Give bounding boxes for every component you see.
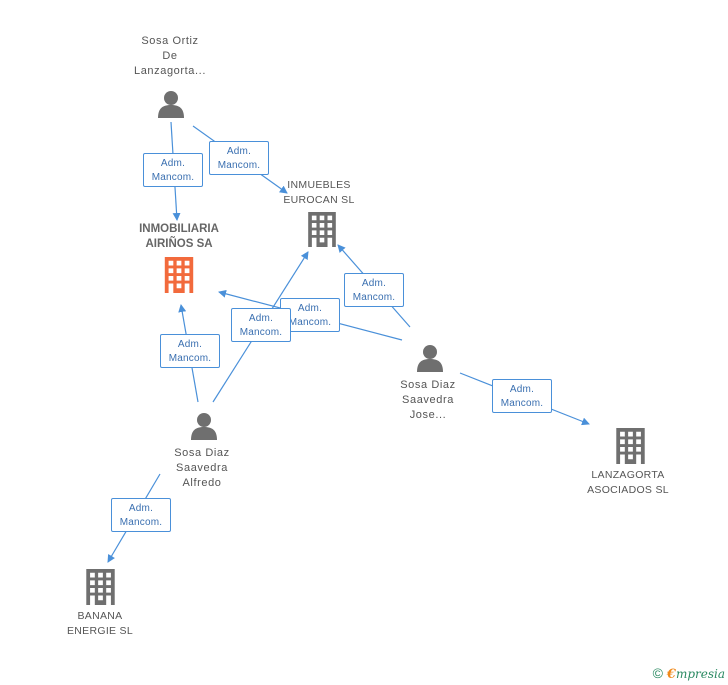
person-icon[interactable] [158,91,184,118]
node-label-banana-energie[interactable]: BANANA ENERGIE SL [52,609,148,639]
label-line: Saavedra [176,462,228,474]
label-line: LANZAGORTA [591,469,665,481]
label-line: De [162,50,178,62]
brand-footer[interactable]: ©€mpresia [653,665,725,682]
building-icon[interactable] [616,428,645,464]
edge-role: Adm. [128,503,154,514]
edge-label-alfredo-airinos[interactable]: Adm. Mancom. [160,334,220,368]
node-label-inmobiliaria-airinos[interactable]: INMOBILIARIA AIRIÑOS SA [124,222,234,252]
edge-label-ortiz-eurocan[interactable]: Adm. Mancom. [209,141,269,175]
label-line: ENERGIE SL [66,625,134,637]
node-label-sosa-diaz-alfredo[interactable]: Sosa Diaz Saavedra Alfredo [154,446,250,491]
edge-role: Adm. [509,384,535,395]
label-line: INMOBILIARIA [139,223,219,235]
edge-role: Adm. [160,158,186,169]
label-line: Jose... [409,409,447,421]
edge-role: Adm. [226,146,252,157]
label-line: Sosa Diaz [174,447,230,459]
edge-role-detail: Mancom. [352,292,396,303]
edge-role: Adm. [297,303,323,314]
brand-logo-rest: mpresia [675,667,725,681]
edge-role-detail: Mancom. [217,160,261,171]
building-icon[interactable] [164,257,194,293]
edge-role-detail: Mancom. [168,353,212,364]
label-line: Sosa Diaz [400,379,456,391]
edge-role-detail: Mancom. [288,317,332,328]
edge-label-alfredo-eurocan[interactable]: Adm. Mancom. [231,308,291,342]
label-line: Sosa Ortiz [141,35,199,47]
label-line: AIRIÑOS SA [145,238,213,250]
label-line: Alfredo [182,477,222,489]
node-label-sosa-ortiz[interactable]: Sosa Ortiz De Lanzagorta... [122,34,218,79]
edge-role: Adm. [248,313,274,324]
edge-role: Adm. [177,339,203,350]
label-line: Lanzagorta... [133,65,206,77]
label-line: BANANA [77,610,123,622]
brand-logo: €mpresia [666,667,725,682]
edge-label-jose-lanzagorta[interactable]: Adm. Mancom. [492,379,552,413]
building-icon[interactable] [86,569,115,605]
building-icon[interactable] [308,212,336,247]
label-line: ASOCIADOS SL [587,484,669,496]
edge-role-detail: Mancom. [151,172,195,183]
copyright-icon: © [652,665,663,681]
node-label-sosa-diaz-jose[interactable]: Sosa Diaz Saavedra Jose... [380,378,476,423]
edge-label-alfredo-banana[interactable]: Adm. Mancom. [111,498,171,532]
edge-label-jose-eurocan[interactable]: Adm. Mancom. [344,273,404,307]
edge-role-detail: Mancom. [500,398,544,409]
label-line: Saavedra [402,394,454,406]
brand-logo-initial: € [666,667,676,682]
person-icon[interactable] [191,413,217,440]
edge-role-detail: Mancom. [119,517,163,528]
edge-label-ortiz-airinos[interactable]: Adm. Mancom. [143,153,203,187]
edge-role-detail: Mancom. [239,327,283,338]
label-line: EUROCAN SL [283,194,355,206]
label-line: INMUEBLES [287,179,351,191]
node-label-lanzagorta-asociados[interactable]: LANZAGORTA ASOCIADOS SL [578,468,678,498]
person-icon[interactable] [417,345,443,372]
edge-role: Adm. [361,278,387,289]
node-label-inmuebles-eurocan[interactable]: INMUEBLES EUROCAN SL [270,178,368,208]
